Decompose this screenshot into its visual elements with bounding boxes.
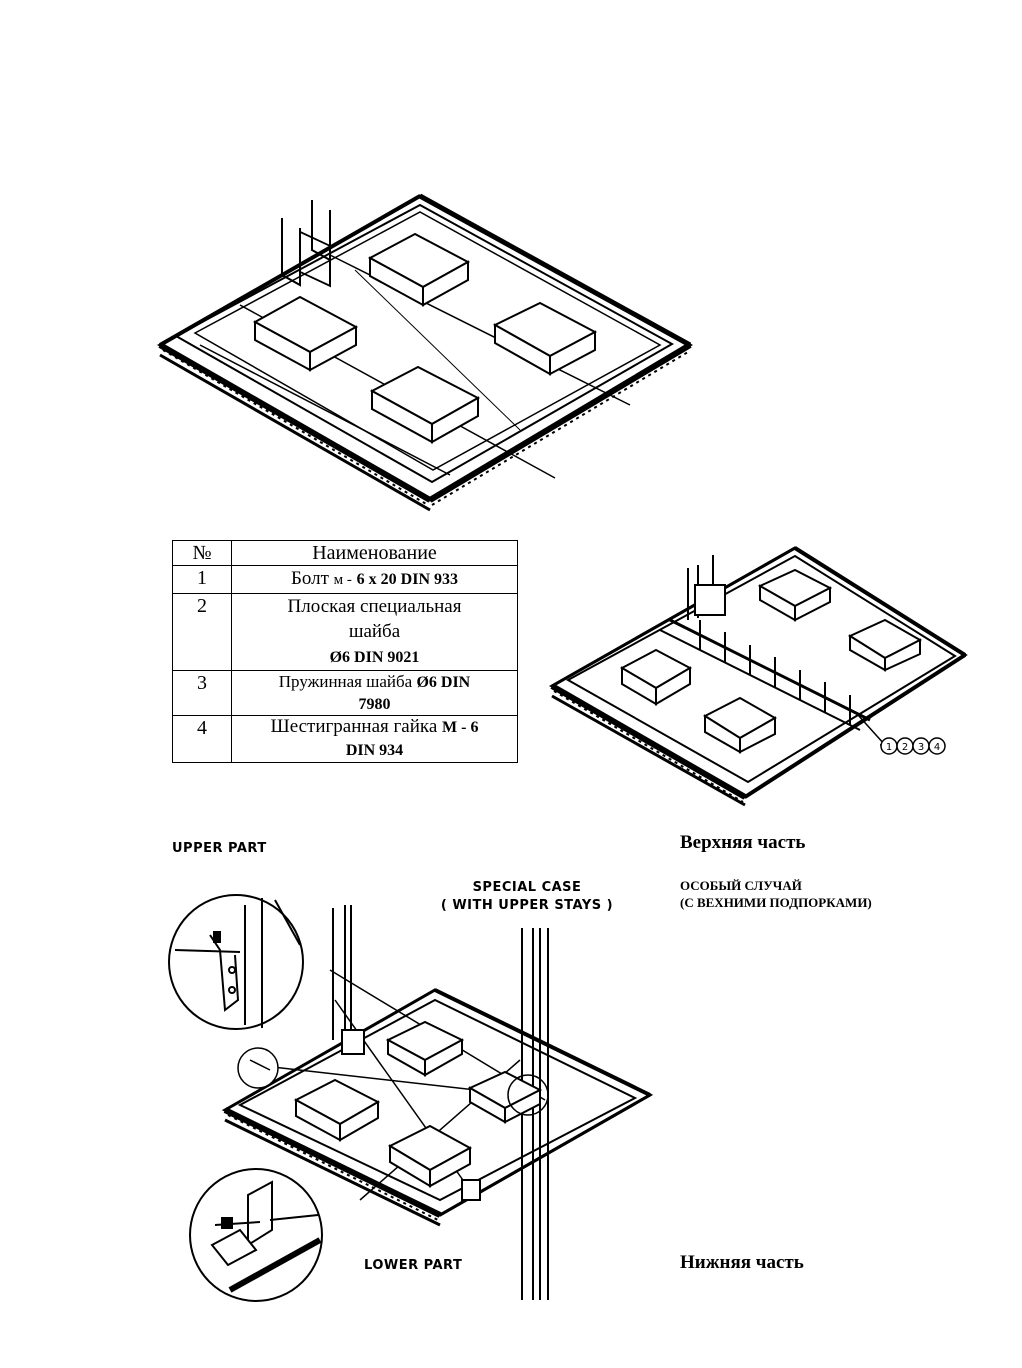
special-case-title-ru: ОСОБЫЙ СЛУЧАЙ [680, 878, 802, 893]
small-detail-circle [237, 1047, 549, 1116]
row-name: Пружинная шайба Ø6 DIN 7980 [231, 670, 518, 716]
special-case-title: SPECIAL CASE [472, 880, 582, 895]
table-row: 1 Болт м - 6 x 20 DIN 933 [172, 565, 518, 594]
lower-part-label-ru: Нижняя часть [680, 1252, 804, 1273]
row-name-part: Плоская специальная [287, 596, 462, 617]
row-name: Плоская специальная шайба Ø6 DIN 9021 [231, 593, 518, 671]
upper-part-label: UPPER PART [172, 841, 267, 856]
row-name-part: Пружинная шайба [278, 672, 413, 691]
table-row: 3 Пружинная шайба Ø6 DIN 7980 [172, 670, 518, 716]
row-num: 3 [172, 670, 232, 716]
upper-detail-circle [168, 894, 304, 1030]
row-num: 1 [172, 565, 232, 594]
header-name: Наименование [231, 540, 518, 566]
row-name-part: 7980 [358, 696, 391, 713]
row-num: 2 [172, 593, 232, 671]
table-row: 4 Шестигранная гайка М - 6 DIN 934 [172, 715, 518, 763]
row-name-part: М - 6 [442, 719, 479, 736]
callout-number: 3 [918, 742, 924, 753]
table-row: 2 Плоская специальная шайба Ø6 DIN 9021 [172, 593, 518, 671]
row-name-part: Шестигранная гайка [270, 716, 438, 737]
row-name: Болт м - 6 x 20 DIN 933 [231, 565, 518, 594]
row-name-part: м - [333, 572, 352, 588]
row-name-part: Ø6 DIN 9021 [329, 649, 420, 666]
upper-part-label-ru: Верхняя часть [680, 832, 806, 853]
lower-part-label: LOWER PART [364, 1258, 463, 1273]
lower-detail-circle [189, 1168, 323, 1302]
table-header-row: № Наименование [172, 540, 518, 566]
row-name-part: Болт [290, 568, 329, 589]
callout-number: 4 [934, 742, 940, 753]
row-name-part: 6 x 20 DIN 933 [356, 571, 459, 588]
special-case-subtitle: ( WITH UPPER STAYS ) [440, 898, 614, 913]
row-name: Шестигранная гайка М - 6 DIN 934 [231, 715, 518, 763]
callout-balloons: 1 2 3 4 [880, 737, 946, 755]
row-name-part: DIN 934 [345, 742, 404, 759]
row-name-part: шайба [348, 621, 401, 642]
callout-number: 2 [902, 742, 908, 753]
row-name-part: Ø6 DIN [416, 674, 471, 691]
parts-table: № Наименование 1 Болт м - 6 x 20 DIN 933… [172, 540, 518, 763]
callout-number: 1 [886, 742, 892, 753]
special-case-subtitle-ru: (С ВЕХНИМИ ПОДПОРКАМИ) [680, 895, 872, 910]
